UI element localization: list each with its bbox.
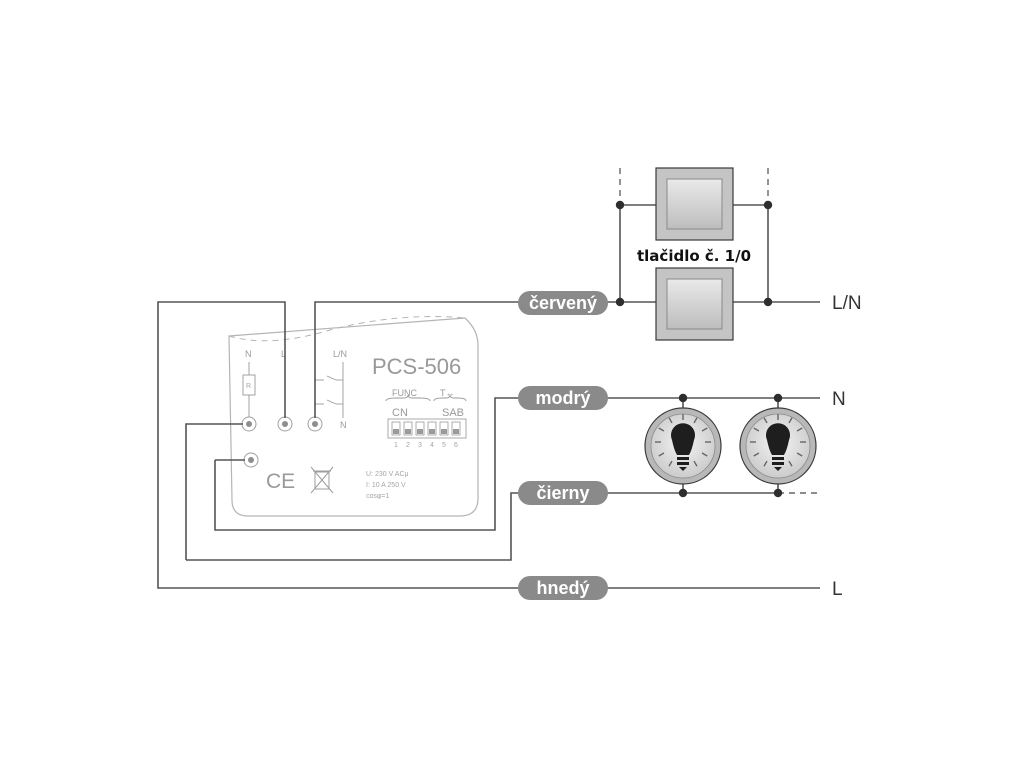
dip-number: 3 (418, 442, 422, 449)
terminal-label-ln: L/N (333, 349, 347, 359)
func-label: FUNC (392, 388, 417, 398)
terminal-label-n2: N (340, 420, 347, 430)
line-label-l: L (832, 579, 843, 600)
wire-label-red: červený (529, 293, 597, 313)
label-pill-red: červený (518, 291, 608, 315)
junction-dot (615, 200, 625, 210)
device-cut-edge (228, 316, 466, 342)
terminal-label-n: N (245, 349, 252, 359)
wire-black (185, 423, 243, 560)
device-model-title: PCS-506 (372, 354, 461, 379)
cn-label: CN (392, 407, 408, 419)
junction-dot (678, 488, 688, 498)
label-pill-brown: hnedý (518, 576, 608, 600)
push-button-top (655, 167, 734, 241)
terminal-screw-l (277, 416, 293, 432)
dip-number: 5 (442, 442, 446, 449)
dip-number: 1 (394, 442, 398, 449)
sab-label: SAB (442, 407, 464, 419)
dip-number: 4 (430, 442, 434, 449)
dip-number: 6 (454, 442, 458, 449)
dip-number: 2 (406, 442, 410, 449)
resistor-label: R (246, 383, 251, 390)
terminal-screw-n (241, 416, 257, 432)
label-pill-black: čierny (518, 481, 608, 505)
push-button-bottom (655, 267, 734, 341)
dip-switch (451, 421, 461, 436)
junction-dot (615, 297, 625, 307)
dip-switch (391, 421, 401, 436)
wire-brown (157, 301, 820, 589)
line-label-ln: L/N (832, 293, 862, 314)
dip-switch (415, 421, 425, 436)
t-label: T↔ (440, 388, 455, 398)
spec-current: I: 10 A 250 V (366, 482, 406, 489)
junction-dot (678, 393, 688, 403)
spec-cosphi: cosφ=1 (366, 493, 390, 500)
wire-label-blue: modrý (535, 388, 590, 408)
pcs-506-module: PCS-506 N L L/N N R (228, 316, 479, 517)
spec-voltage: U: 230 V ACμ (366, 471, 409, 478)
switch-button-icon (666, 178, 723, 230)
terminal-screw-sensor (243, 452, 259, 468)
terminal-label-l: L (281, 349, 286, 359)
ce-mark: CE (266, 470, 295, 493)
wire-label-brown: hnedý (536, 578, 589, 598)
switch-button-icon (666, 278, 723, 330)
light-bulb-icon (739, 407, 817, 485)
dip-switch (427, 421, 437, 436)
junction-dot (773, 488, 783, 498)
light-bulb-icon (644, 407, 722, 485)
junction-dot (773, 393, 783, 403)
junction-dot (763, 200, 773, 210)
terminal-screw-ln (307, 416, 323, 432)
wire-label-black: čierny (536, 483, 589, 503)
dip-switch (439, 421, 449, 436)
dip-switch (403, 421, 413, 436)
weee-bin-icon (310, 466, 334, 494)
junction-dot (763, 297, 773, 307)
button-label: tlačidlo č. 1/0 (637, 247, 751, 265)
line-label-n: N (832, 389, 846, 410)
device-outline (228, 317, 479, 517)
label-pill-blue: modrý (518, 386, 608, 410)
